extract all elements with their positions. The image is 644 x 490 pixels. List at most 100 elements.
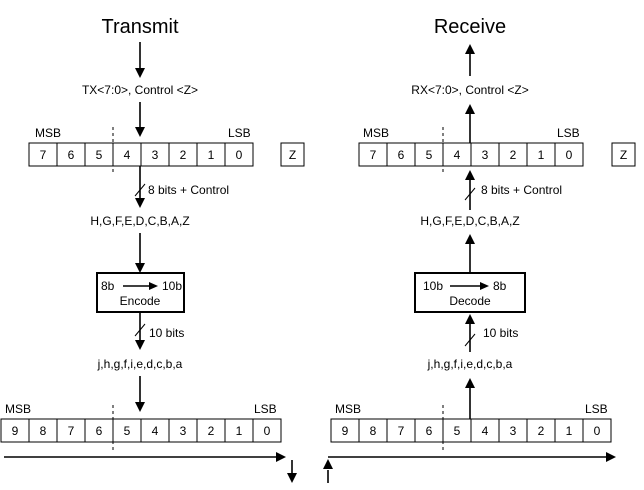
receive-byte-cell-label-6: 6 bbox=[398, 148, 405, 162]
decoder-label: Decode bbox=[449, 294, 491, 308]
receive-control-cell-label: Z bbox=[620, 148, 627, 162]
receive-serial-arrowhead bbox=[606, 452, 616, 462]
transmit-bus-slash bbox=[134, 183, 146, 197]
transmit-to-byte-arrowhead bbox=[135, 127, 145, 137]
receive-word-cell-label-7: 7 bbox=[398, 424, 405, 438]
transmit-word-cell-label-8: 8 bbox=[40, 424, 47, 438]
transmit-byte-cell-label-4: 4 bbox=[124, 148, 131, 162]
decoder-block: 10b 8b Decode bbox=[414, 272, 526, 313]
receive-lsb-label: LSB bbox=[557, 126, 580, 140]
receive-byte-cell-0 bbox=[554, 142, 584, 167]
receive-bits-arrowhead bbox=[465, 170, 475, 180]
receive-output-label: RX<7:0>, Control <Z> bbox=[411, 83, 528, 97]
receive-word-cell-label-5: 5 bbox=[454, 424, 461, 438]
decoder-input-width: 10b bbox=[423, 279, 443, 293]
receive-from-byte-arrowhead bbox=[465, 104, 475, 114]
transmit-byte-cell-label-7: 7 bbox=[40, 148, 47, 162]
receive-word-cell-label-6: 6 bbox=[426, 424, 433, 438]
decoder-output-width: 8b bbox=[493, 279, 507, 293]
transmit-word-register: 9 8 7 6 5 4 3 2 1 0 bbox=[0, 418, 282, 443]
transmit-byte-register: 7 6 5 4 3 2 1 0 bbox=[28, 142, 254, 167]
transmit-word-cell-label-1: 1 bbox=[236, 424, 243, 438]
transmit-code-letters: j,h,g,f,i,e,d,c,b,a bbox=[97, 357, 183, 371]
transmit-byte-cell-label-1: 1 bbox=[208, 148, 215, 162]
receive-word-cell-label-8: 8 bbox=[370, 424, 377, 438]
receive-from-decoder-arrowhead bbox=[465, 234, 475, 244]
receive-from-word-arrowhead bbox=[465, 378, 475, 388]
receive-byte-cell-label-2: 2 bbox=[510, 148, 517, 162]
receive-word-register: 9 8 7 6 5 4 3 2 1 0 bbox=[330, 418, 612, 443]
transmit-title: Transmit bbox=[101, 16, 178, 38]
encoder-block: 8b 10b Encode bbox=[96, 272, 185, 313]
transmit-letters: H,G,F,E,D,C,B,A,Z bbox=[90, 214, 189, 228]
receive-word-cell-label-0: 0 bbox=[594, 424, 601, 438]
receive-byte-cell-label-3: 3 bbox=[482, 148, 489, 162]
transmit-input-label: TX<7:0>, Control <Z> bbox=[82, 83, 198, 97]
transmit-msb-out-label: MSB bbox=[5, 402, 31, 416]
encoder-input-width: 8b bbox=[101, 279, 115, 293]
receive-byte-cell-label-4: 4 bbox=[454, 148, 461, 162]
transmit-msb-label: MSB bbox=[35, 126, 61, 140]
receive-word-cell-0 bbox=[582, 418, 612, 443]
transmit-word-cell-label-6: 6 bbox=[96, 424, 103, 438]
transmit-word-cell-0 bbox=[252, 418, 282, 443]
transmit-byte-cell-label-0: 0 bbox=[236, 148, 243, 162]
receive-byte-cell-label-0: 0 bbox=[566, 148, 573, 162]
receive-bus-slash bbox=[464, 187, 476, 201]
transmit-word-cell-label-3: 3 bbox=[180, 424, 187, 438]
receive-10bits-label: 10 bits bbox=[483, 326, 518, 340]
decoder-inner-arrowhead bbox=[480, 282, 489, 290]
receive-10bits-slash bbox=[464, 333, 476, 347]
transmit-to-encoder-arrowhead bbox=[135, 263, 145, 273]
transmit-lsb-label: LSB bbox=[228, 126, 251, 140]
transmit-bits-label: 8 bits + Control bbox=[148, 183, 229, 197]
transmit-lsb-out-label: LSB bbox=[254, 402, 277, 416]
transmit-byte-cell-label-6: 6 bbox=[68, 148, 75, 162]
transmit-10bits-slash bbox=[134, 323, 146, 337]
decoder-box bbox=[414, 272, 526, 313]
transmit-bits-arrowhead bbox=[135, 198, 145, 208]
receive-word-cell-label-3: 3 bbox=[510, 424, 517, 438]
transmit-input-arrowhead bbox=[135, 68, 145, 78]
receive-byte-cell-label-7: 7 bbox=[370, 148, 377, 162]
receive-title: Receive bbox=[434, 16, 506, 38]
receive-bits-label: 8 bits + Control bbox=[481, 183, 562, 197]
transmit-section: Transmit TX<7:0>, Control <Z> MSB LSB 7 6… bbox=[0, 16, 305, 483]
receive-section: Receive RX<7:0>, Control <Z> MSB LSB 7 6 5… bbox=[323, 16, 636, 483]
receive-output-arrowhead bbox=[465, 44, 475, 54]
transmit-10bits-arrowhead bbox=[135, 340, 145, 350]
receive-letters: H,G,F,E,D,C,B,A,Z bbox=[420, 214, 519, 228]
receive-code-letters: j,h,g,f,i,e,d,c,b,a bbox=[427, 357, 513, 371]
transmit-byte-cell-0 bbox=[224, 142, 254, 167]
receive-10bits-arrowhead bbox=[465, 314, 475, 324]
transmit-byte-cell-label-3: 3 bbox=[152, 148, 159, 162]
transmit-10bits-label: 10 bits bbox=[149, 326, 184, 340]
transmit-word-cell-label-9: 9 bbox=[12, 424, 19, 438]
transmit-byte-cell-label-5: 5 bbox=[96, 148, 103, 162]
receive-word-cell-label-2: 2 bbox=[538, 424, 545, 438]
receive-lsb-in-label: LSB bbox=[585, 402, 608, 416]
transmit-control-cell bbox=[280, 142, 305, 167]
encoder-box bbox=[96, 272, 185, 313]
transmit-word-cell-label-0: 0 bbox=[264, 424, 271, 438]
receive-word-cell-label-4: 4 bbox=[482, 424, 489, 438]
receive-control-cell bbox=[611, 142, 636, 167]
receive-byte-cell-label-1: 1 bbox=[538, 148, 545, 162]
transmit-control-cell-label: Z bbox=[289, 148, 296, 162]
transmit-word-cell-label-5: 5 bbox=[124, 424, 131, 438]
receive-word-cell-label-9: 9 bbox=[342, 424, 349, 438]
transmit-word-cell-label-2: 2 bbox=[208, 424, 215, 438]
transmit-to-word-arrowhead bbox=[135, 402, 145, 412]
receive-msb-in-label: MSB bbox=[335, 402, 361, 416]
transmit-serial-arrowhead bbox=[276, 452, 286, 462]
transmit-word-cell-label-7: 7 bbox=[68, 424, 75, 438]
transmit-word-cell-label-4: 4 bbox=[152, 424, 159, 438]
receive-msb-label: MSB bbox=[363, 126, 389, 140]
encoder-label: Encode bbox=[120, 294, 161, 308]
transmit-serial-out-arrowhead bbox=[287, 473, 297, 483]
encoder-output-width: 10b bbox=[162, 279, 182, 293]
transmit-byte-cell-label-2: 2 bbox=[180, 148, 187, 162]
receive-word-cell-label-1: 1 bbox=[566, 424, 573, 438]
